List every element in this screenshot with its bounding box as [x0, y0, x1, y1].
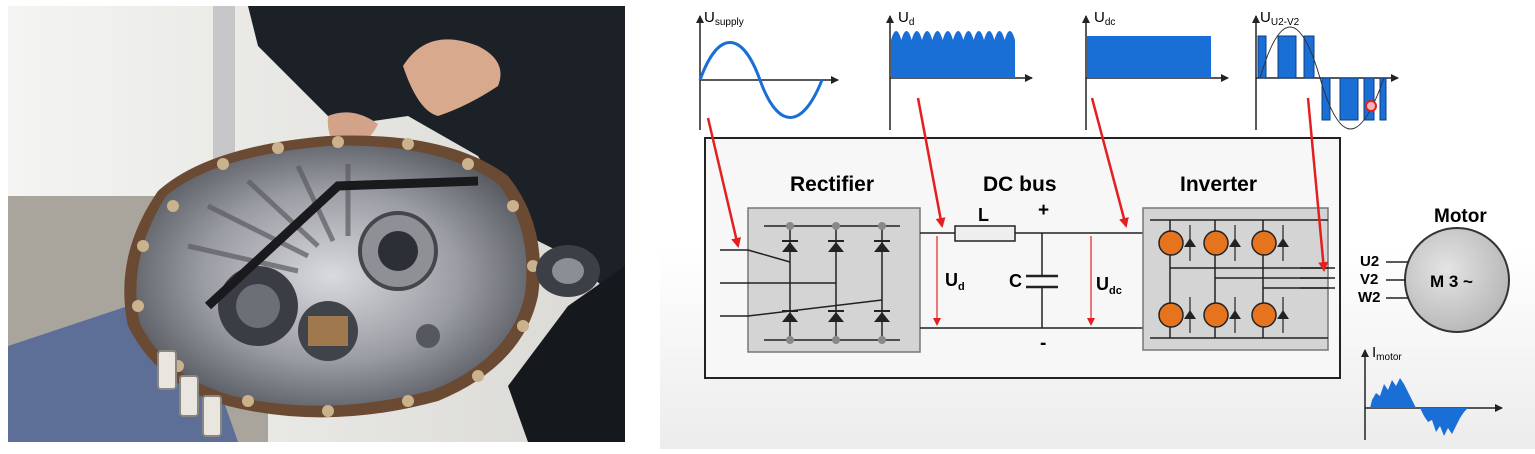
waveform-supply-label: Usupply [704, 9, 744, 28]
waveform-output-pwm: UU2-V2 [1252, 9, 1399, 130]
capacitor-label: C [1009, 271, 1022, 291]
waveform-rectified-label: Ud [898, 9, 914, 28]
ud-label: Ud [945, 270, 965, 293]
dc-bus-title: DC bus [983, 173, 1057, 196]
udc-label: Udc [1096, 274, 1122, 297]
converter-schematic: Usupply Ud Udc [660, 0, 1535, 449]
inverter-block: Inverter [1142, 173, 1335, 351]
terminal-v2: V2 [1360, 271, 1378, 288]
signal-arrows [706, 97, 1329, 272]
igbt-transistors [1158, 230, 1277, 328]
frequency-converter-diagram: Usupply Ud Udc [660, 0, 1535, 449]
inverter-title: Inverter [1180, 173, 1257, 196]
terminal-w2: W2 [1358, 289, 1381, 306]
minus-sign: - [1040, 333, 1046, 354]
motor-current-label: Imotor [1372, 344, 1402, 363]
waveform-rectified: Ud [886, 9, 1033, 130]
inductor [954, 225, 1016, 242]
motor: Motor M 3 ~ U2 V2 W2 [1358, 206, 1510, 333]
cursor-marker [1365, 100, 1377, 112]
waveform-dc-label: Udc [1094, 9, 1115, 28]
gearbox-photo [8, 6, 625, 442]
plus-sign: + [1038, 200, 1049, 221]
dc-bus: DC bus L + - C Ud Udc [920, 173, 1145, 354]
motor-current-waveform: Imotor [1361, 344, 1503, 440]
rectifier-title: Rectifier [790, 173, 874, 196]
capacitor [1026, 233, 1058, 328]
waveform-output-label: UU2-V2 [1260, 9, 1300, 28]
waveform-supply: Usupply [696, 9, 839, 130]
gearbox-housing [124, 135, 540, 418]
inductor-label: L [978, 205, 989, 225]
gearbox-photo-drawing [8, 6, 625, 442]
motor-type-label: M 3 ~ [1430, 272, 1473, 291]
motor-title: Motor [1434, 206, 1487, 227]
waveform-dc: Udc [1082, 9, 1229, 130]
terminal-u2: U2 [1360, 253, 1379, 270]
rectifier-block: Rectifier [720, 173, 921, 353]
